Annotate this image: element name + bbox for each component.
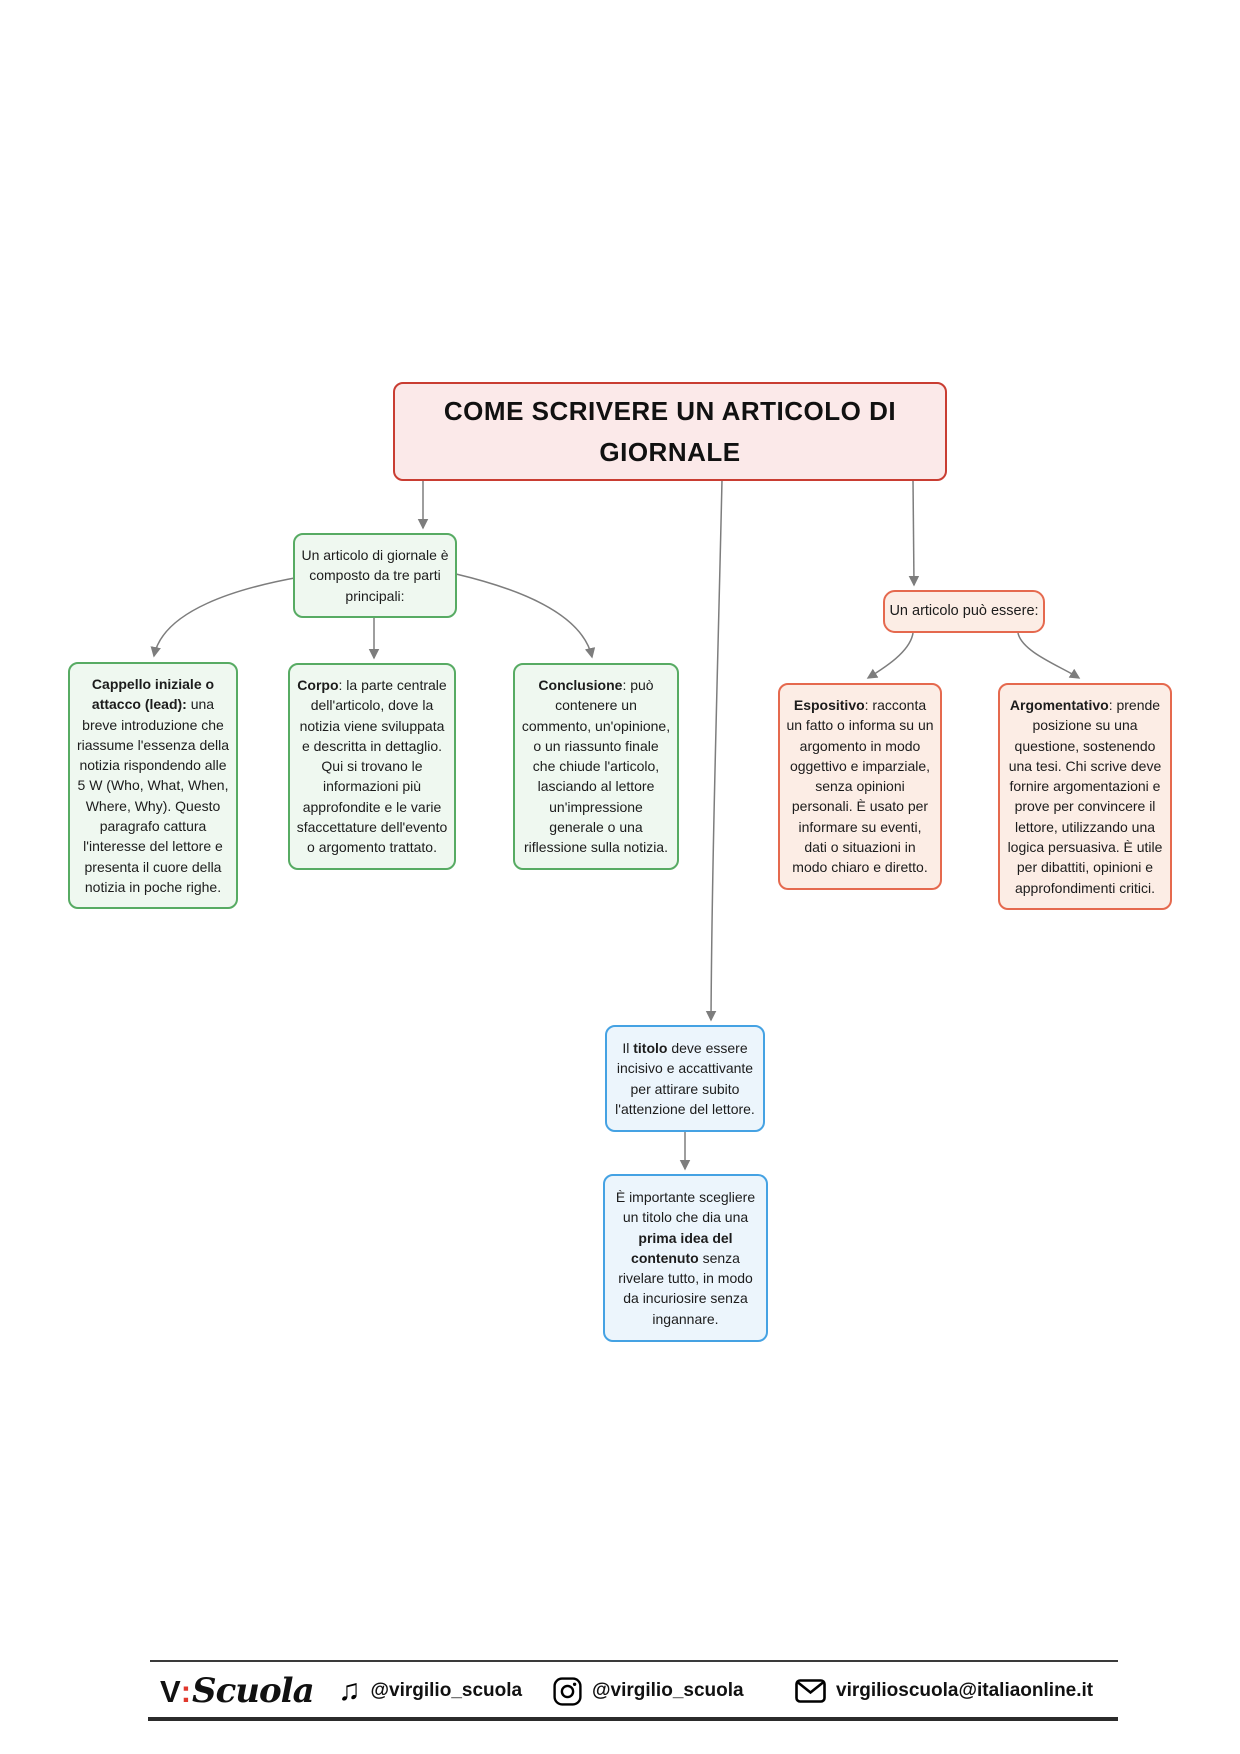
logo-script: Scuola <box>192 1671 315 1711</box>
espositivo-node: Espositivo: racconta un fatto o informa … <box>778 683 942 890</box>
tipologie-text: Un articolo può essere: <box>889 603 1039 619</box>
corpo-lead: Corpo <box>297 677 339 693</box>
connector-intro-to-cappello <box>150 576 301 658</box>
connector-tipologie-to-espositivo <box>866 632 914 679</box>
argomentativo-node: Argomentativo: prende posizione su una q… <box>998 683 1172 910</box>
cappello-text: una breve introduzione che riassume l'es… <box>76 696 230 895</box>
instagram-icon <box>553 1676 582 1706</box>
cappello-node: Cappello iniziale o attacco (lead): una … <box>68 662 238 910</box>
email-address[interactable]: virgilioscuola@italiaonline.it <box>836 1680 1094 1701</box>
argomentativo-lead: Argomentativo <box>1009 697 1109 713</box>
instagram-link[interactable]: @virgilio_scuola <box>553 1672 744 1710</box>
titolo-bold: titolo <box>633 1040 668 1056</box>
title-box: COME SCRIVERE UN ARTICOLO DI GIORNALE <box>393 382 947 481</box>
footer-top-divider <box>150 1660 1118 1662</box>
connector-tipologie-to-argomentativo <box>1017 632 1081 679</box>
footer-bottom-divider <box>148 1717 1118 1721</box>
brand-logo: V:Scuola <box>160 1671 315 1711</box>
conclusione-text: : può contenere un commento, un'opinione… <box>521 677 671 856</box>
tipologie-node: Un articolo può essere: <box>883 590 1045 634</box>
advice-post: senza rivelare tutto, in modo da incurio… <box>618 1249 753 1327</box>
tiktok-icon: ♫ <box>338 1674 361 1707</box>
espositivo-lead: Espositivo <box>793 697 865 713</box>
advice-bold: prima idea del contenuto <box>631 1229 733 1266</box>
corpo-text: : la parte centrale dell'articolo, dove … <box>296 677 448 856</box>
conclusione-node: Conclusione: può contenere un commento, … <box>513 663 679 870</box>
argomentativo-text: : prende posizione su una questione, sos… <box>1007 697 1163 896</box>
titolo-post: deve essere incisivo e accattivante per … <box>615 1040 755 1117</box>
espositivo-text: : racconta un fatto o informa su un argo… <box>786 697 934 876</box>
tiktok-link[interactable]: ♫ @virgilio_scuola <box>338 1672 522 1710</box>
instagram-handle[interactable]: @virgilio_scuola <box>592 1680 744 1701</box>
virgilio-scuola-logo: V:Scuola <box>160 1671 315 1711</box>
titolo-advice-node: È importante scegliere un titolo che dia… <box>603 1174 768 1343</box>
conclusione-lead: Conclusione <box>538 677 623 693</box>
logo-v: V <box>160 1674 181 1709</box>
advice-pre: È importante scegliere un titolo che dia… <box>615 1189 756 1226</box>
cappello-lead: Cappello iniziale o attacco (lead): <box>91 676 215 713</box>
intro-text: Un articolo di giornale è composto da tr… <box>301 547 449 604</box>
logo-colon: : <box>180 1674 192 1709</box>
connector-intro-to-conclusione <box>455 573 596 659</box>
connector-title-to-titolo <box>705 479 723 1022</box>
connector-title-to-tipologie <box>908 479 920 587</box>
page-title: COME SCRIVERE UN ARTICOLO DI GIORNALE <box>443 396 897 467</box>
tiktok-handle[interactable]: @virgilio_scuola <box>370 1680 523 1701</box>
intro-node: Un articolo di giornale è composto da tr… <box>293 533 457 618</box>
email-link[interactable]: virgilioscuola@italiaonline.it <box>795 1672 1093 1710</box>
titolo-pre: Il <box>622 1040 634 1056</box>
titolo-node: Il titolo deve essere incisivo e accatti… <box>605 1025 765 1133</box>
email-icon <box>795 1679 826 1703</box>
corpo-node: Corpo: la parte centrale dell'articolo, … <box>288 663 456 870</box>
